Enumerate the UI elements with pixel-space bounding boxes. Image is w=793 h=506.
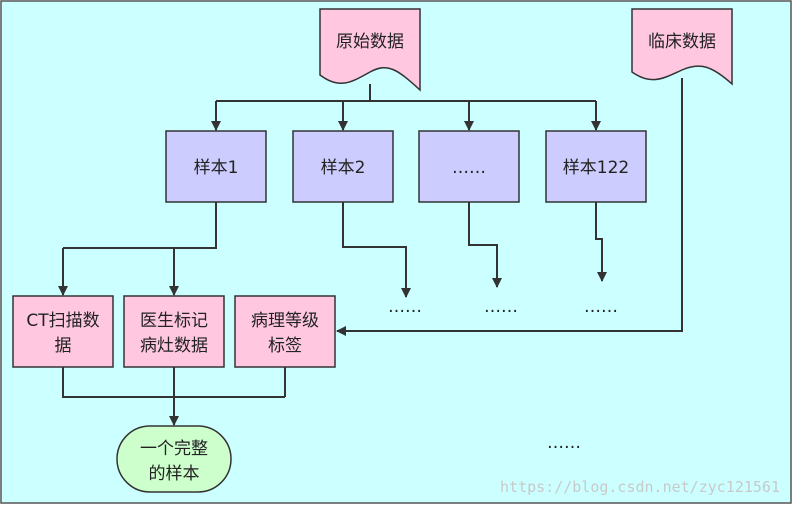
arrow-sample-2-to-ellipsis bbox=[342, 202, 411, 298]
sample-122-box bbox=[545, 130, 647, 203]
arrow-sample-122-to-ellipsis bbox=[595, 202, 607, 282]
sample-1-box bbox=[165, 130, 267, 203]
connector-raw-to-samples bbox=[216, 84, 596, 102]
ct-scan-label-line-1: CT扫描数 bbox=[26, 311, 99, 331]
ct-scan-label-line-2: 据 bbox=[55, 336, 72, 356]
ellipsis-after-sample-2: …… bbox=[388, 297, 422, 317]
ellipsis-more-complete-samples: …… bbox=[547, 433, 581, 453]
pathology-box bbox=[234, 295, 336, 368]
sample-2-box bbox=[292, 130, 394, 203]
complete-sample-label-line-2: 的样本 bbox=[149, 464, 200, 484]
sample-more-box bbox=[418, 130, 520, 203]
complete-sample-label-line-1: 一个完整 bbox=[140, 439, 208, 459]
sample-1-label: 样本1 bbox=[194, 158, 239, 178]
arrow-sample-more-to-ellipsis bbox=[468, 202, 502, 288]
sample-122-label: 样本122 bbox=[563, 158, 629, 178]
arrow-clinical-to-pathology bbox=[336, 78, 683, 336]
sample-2-label: 样本2 bbox=[321, 158, 366, 178]
complete-sample-node bbox=[116, 425, 232, 493]
raw-data-label: 原始数据 bbox=[336, 32, 404, 52]
connector-merge bbox=[62, 367, 286, 398]
lesion-label-line-2: 病灶数据 bbox=[140, 336, 208, 356]
connectors bbox=[58, 78, 683, 426]
ellipsis-after-sample-122: …… bbox=[584, 297, 618, 317]
watermark: https://blog.csdn.net/zyc121561 bbox=[500, 478, 780, 496]
connector-sample-1-split bbox=[63, 202, 217, 249]
pathology-label-line-2: 标签 bbox=[268, 336, 302, 356]
raw-data-document bbox=[319, 8, 421, 92]
clinical-data-label: 临床数据 bbox=[648, 32, 716, 52]
pathology-label-line-1: 病理等级 bbox=[251, 311, 319, 331]
ct-scan-box bbox=[12, 295, 114, 368]
lesion-label-line-1: 医生标记 bbox=[140, 311, 208, 331]
lesion-box bbox=[123, 295, 225, 368]
clinical-data-document bbox=[631, 8, 733, 86]
sample-more-label: …… bbox=[452, 158, 486, 178]
ellipsis-after-sample-more: …… bbox=[484, 297, 518, 317]
